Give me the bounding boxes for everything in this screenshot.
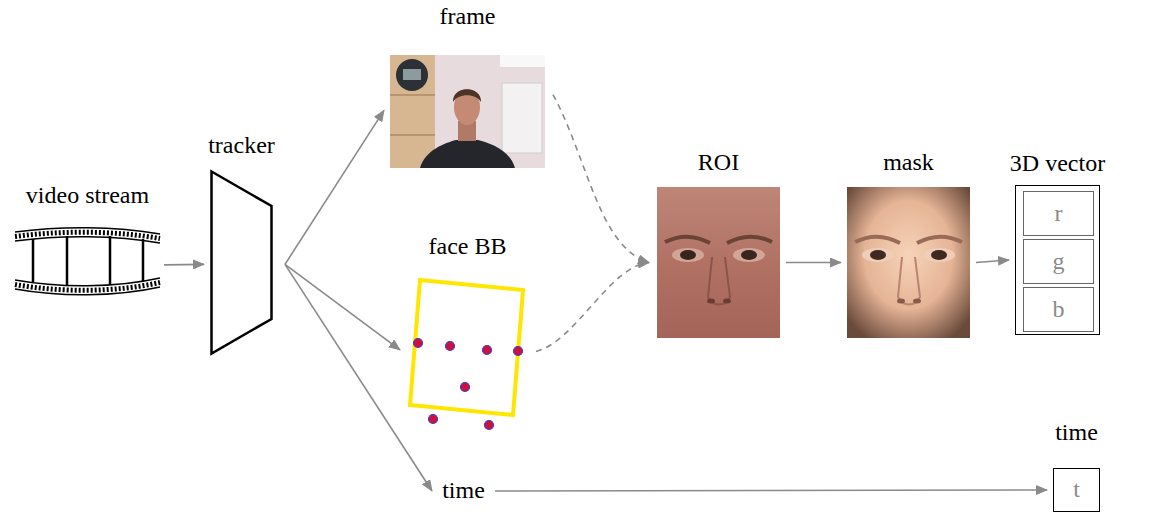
node-heading: time <box>1055 419 1098 447</box>
node-text: b <box>1053 296 1065 324</box>
dashed-arrow <box>536 263 649 352</box>
frame-image-node: frame <box>390 55 545 168</box>
flow-arrow <box>285 110 384 264</box>
film-strip-node: video stream <box>15 228 160 295</box>
time-label-node: time <box>440 476 487 506</box>
dashed-arrow <box>553 95 649 263</box>
node-heading: tracker <box>208 132 275 160</box>
node-heading: face BB <box>429 233 507 261</box>
node-text: r <box>1055 200 1063 228</box>
flow-arrow <box>164 264 204 266</box>
node-heading: mask <box>883 149 934 177</box>
bounding-box-outline <box>405 275 530 431</box>
vector-box: 3D vectorrgb <box>1015 185 1100 335</box>
frame-photo <box>390 55 545 168</box>
flow-arrow <box>285 264 400 350</box>
node-text: g <box>1053 248 1065 276</box>
node-heading: 3D vector <box>1010 150 1105 178</box>
vector-cell: r <box>1023 191 1094 236</box>
node-text: time <box>442 477 485 505</box>
vector-cell: g <box>1023 239 1094 284</box>
film-strip-icon <box>15 228 160 295</box>
flow-arrow <box>495 490 1047 491</box>
node-text: t <box>1073 476 1080 504</box>
node-heading: video stream <box>26 182 149 210</box>
flow-arrow <box>786 262 841 264</box>
time-output-box: timet <box>1053 468 1100 512</box>
mask-face-image <box>847 187 970 338</box>
flow-arrow <box>285 264 432 491</box>
face-bounding-box: face BB <box>405 275 530 431</box>
node-heading: ROI <box>698 149 739 177</box>
node-heading: frame <box>440 3 496 31</box>
flow-arrow <box>976 260 1009 263</box>
roi-face-image <box>657 187 780 338</box>
mask-image-node: mask <box>847 187 970 338</box>
tracker-trapezoid: tracker <box>210 170 273 355</box>
trapezoid-outline <box>210 170 273 355</box>
vector-cell: b <box>1023 287 1094 332</box>
roi-image-node: ROI <box>657 187 780 338</box>
